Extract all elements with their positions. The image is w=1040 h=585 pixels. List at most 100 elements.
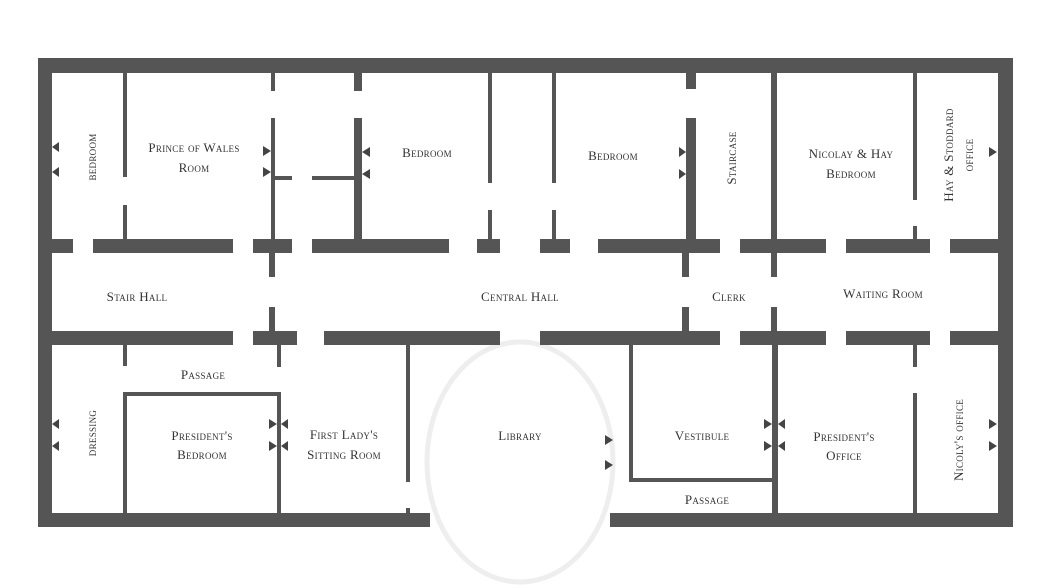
- room-label-waiting-room: Waiting Room: [843, 286, 923, 301]
- room-label-presidents-bedroom-2: Bedroom: [177, 447, 227, 462]
- partition-hall-right: [552, 73, 556, 183]
- corridor-upper-wall-7: [598, 239, 720, 253]
- partition-office-east-top: [913, 345, 917, 367]
- door-marker: [679, 147, 686, 157]
- door-marker: [362, 147, 370, 157]
- door-marker: [52, 142, 59, 152]
- partition-prince-east: [271, 73, 275, 91]
- door-marker: [679, 169, 686, 179]
- corridor-upper-wall-9: [846, 239, 930, 253]
- partition-passage-east-top: [277, 345, 281, 367]
- outer-wall-top: [38, 58, 1013, 73]
- partition-dressing: [123, 393, 127, 513]
- door-marker: [989, 441, 997, 451]
- room-label-passage-east: Passage: [685, 492, 730, 507]
- door-marker: [281, 441, 288, 451]
- corridor-upper-wall-6: [540, 239, 570, 253]
- door-markers: [52, 142, 997, 470]
- door-marker: [263, 167, 271, 177]
- corridor-stub-3: [682, 253, 689, 277]
- room-label-prince-of-wales: Prince of Wales: [148, 140, 239, 155]
- door-marker: [269, 419, 277, 429]
- corridor-upper-wall-5: [477, 239, 500, 253]
- walls: [38, 58, 1013, 527]
- corridor-lower-wall-1: [52, 331, 233, 345]
- partition-nicolay-east: [913, 73, 917, 200]
- partition-office-east: [913, 393, 917, 513]
- room-label-vestibule: Vestibule: [675, 428, 730, 443]
- door-marker: [605, 460, 613, 470]
- library-oval-outline: [424, 339, 616, 585]
- corridor-lower-wall-2: [253, 331, 297, 345]
- outer-wall-right: [998, 58, 1013, 527]
- outer-wall-bottom-left: [38, 513, 430, 527]
- room-label-presidents-office: President's: [813, 429, 874, 444]
- room-label-clerk: Clerk: [712, 289, 746, 304]
- door-marker: [52, 441, 59, 451]
- room-label-presidents-office-2: Office: [826, 448, 862, 463]
- room-label-hay-stoddard: Hay & Stoddard: [941, 108, 956, 202]
- corridor-upper-wall-10: [950, 239, 998, 253]
- room-labels: bedroom Prince of Wales Room Bedroom Bed…: [84, 108, 976, 507]
- corridor-stub-2: [269, 307, 275, 331]
- corridor-lower-wall-7: [950, 331, 998, 345]
- vestibule-west-wall: [629, 345, 633, 482]
- corridor-stub-1: [269, 253, 275, 277]
- room-label-bedroom-center-left: Bedroom: [402, 145, 452, 160]
- corridor-lower-wall-4: [540, 331, 720, 345]
- room-label-bedroom-center-right: Bedroom: [588, 148, 638, 163]
- room-label-central-hall: Central Hall: [481, 289, 559, 304]
- partition-staircase-west: [686, 118, 696, 239]
- corridor-stub-4: [682, 307, 689, 331]
- door-marker: [778, 441, 785, 451]
- corridor-lower-wall-6: [846, 331, 930, 345]
- corridor-upper-wall-2: [93, 239, 233, 253]
- corridor-upper-wall-1: [52, 239, 73, 253]
- room-label-hay-stoddard-office: office: [961, 138, 976, 171]
- room-label-nicolys-office: Nicoly's office: [951, 399, 966, 481]
- corridor-lower-wall-5: [740, 331, 826, 345]
- room-label-first-lady: First Lady's: [310, 427, 378, 442]
- partition-presidents-bedroom-east: [277, 392, 281, 513]
- partition-bedroom-prince: [123, 73, 127, 177]
- partition-hall-right-low: [552, 210, 556, 239]
- partition-bedroom-center-west-top: [354, 73, 362, 91]
- room-label-stair-hall: Stair Hall: [107, 289, 168, 304]
- corridor-stub-5: [771, 253, 777, 277]
- partition-bedroom-center-west: [354, 118, 362, 239]
- door-marker: [281, 419, 288, 429]
- partition-staircase-east: [771, 73, 777, 239]
- partition-nicolay-east-low: [913, 226, 917, 239]
- corridor-stub-6: [771, 307, 777, 331]
- partition-staircase-west-top: [686, 73, 696, 89]
- room-label-first-lady-sitting-room: Sitting Room: [307, 447, 381, 462]
- closet-wall-b: [312, 176, 355, 180]
- outer-wall-left: [38, 58, 52, 527]
- partition-hall-left-low: [488, 210, 492, 239]
- door-marker: [52, 419, 59, 429]
- door-marker: [362, 169, 370, 179]
- partition-prince-east-mid: [271, 118, 275, 239]
- door-marker: [778, 419, 785, 429]
- door-marker: [52, 167, 59, 177]
- door-marker: [269, 441, 277, 451]
- door-marker: [263, 146, 271, 156]
- partition-bedroom-prince-low: [123, 205, 127, 239]
- corridor-lower-wall-3: [324, 331, 500, 345]
- door-marker: [764, 419, 772, 429]
- room-label-staircase: Staircase: [724, 131, 739, 184]
- corridor-upper-wall-4: [312, 239, 449, 253]
- partition-dressing-top: [123, 345, 127, 366]
- door-marker: [605, 435, 613, 445]
- room-label-nicolay-hay: Nicolay & Hay: [809, 146, 894, 161]
- partition-first-lady-east: [406, 345, 410, 482]
- closet-wall-a: [275, 176, 292, 180]
- outer-wall-bottom-right: [610, 513, 1013, 527]
- door-marker: [989, 147, 997, 157]
- room-label-dressing: dressing: [84, 410, 99, 457]
- presidents-bedroom-top-wall: [123, 392, 280, 396]
- door-marker: [989, 419, 997, 429]
- corridor-upper-wall-3: [253, 239, 292, 253]
- room-label-prince-of-wales-room: Room: [179, 160, 210, 175]
